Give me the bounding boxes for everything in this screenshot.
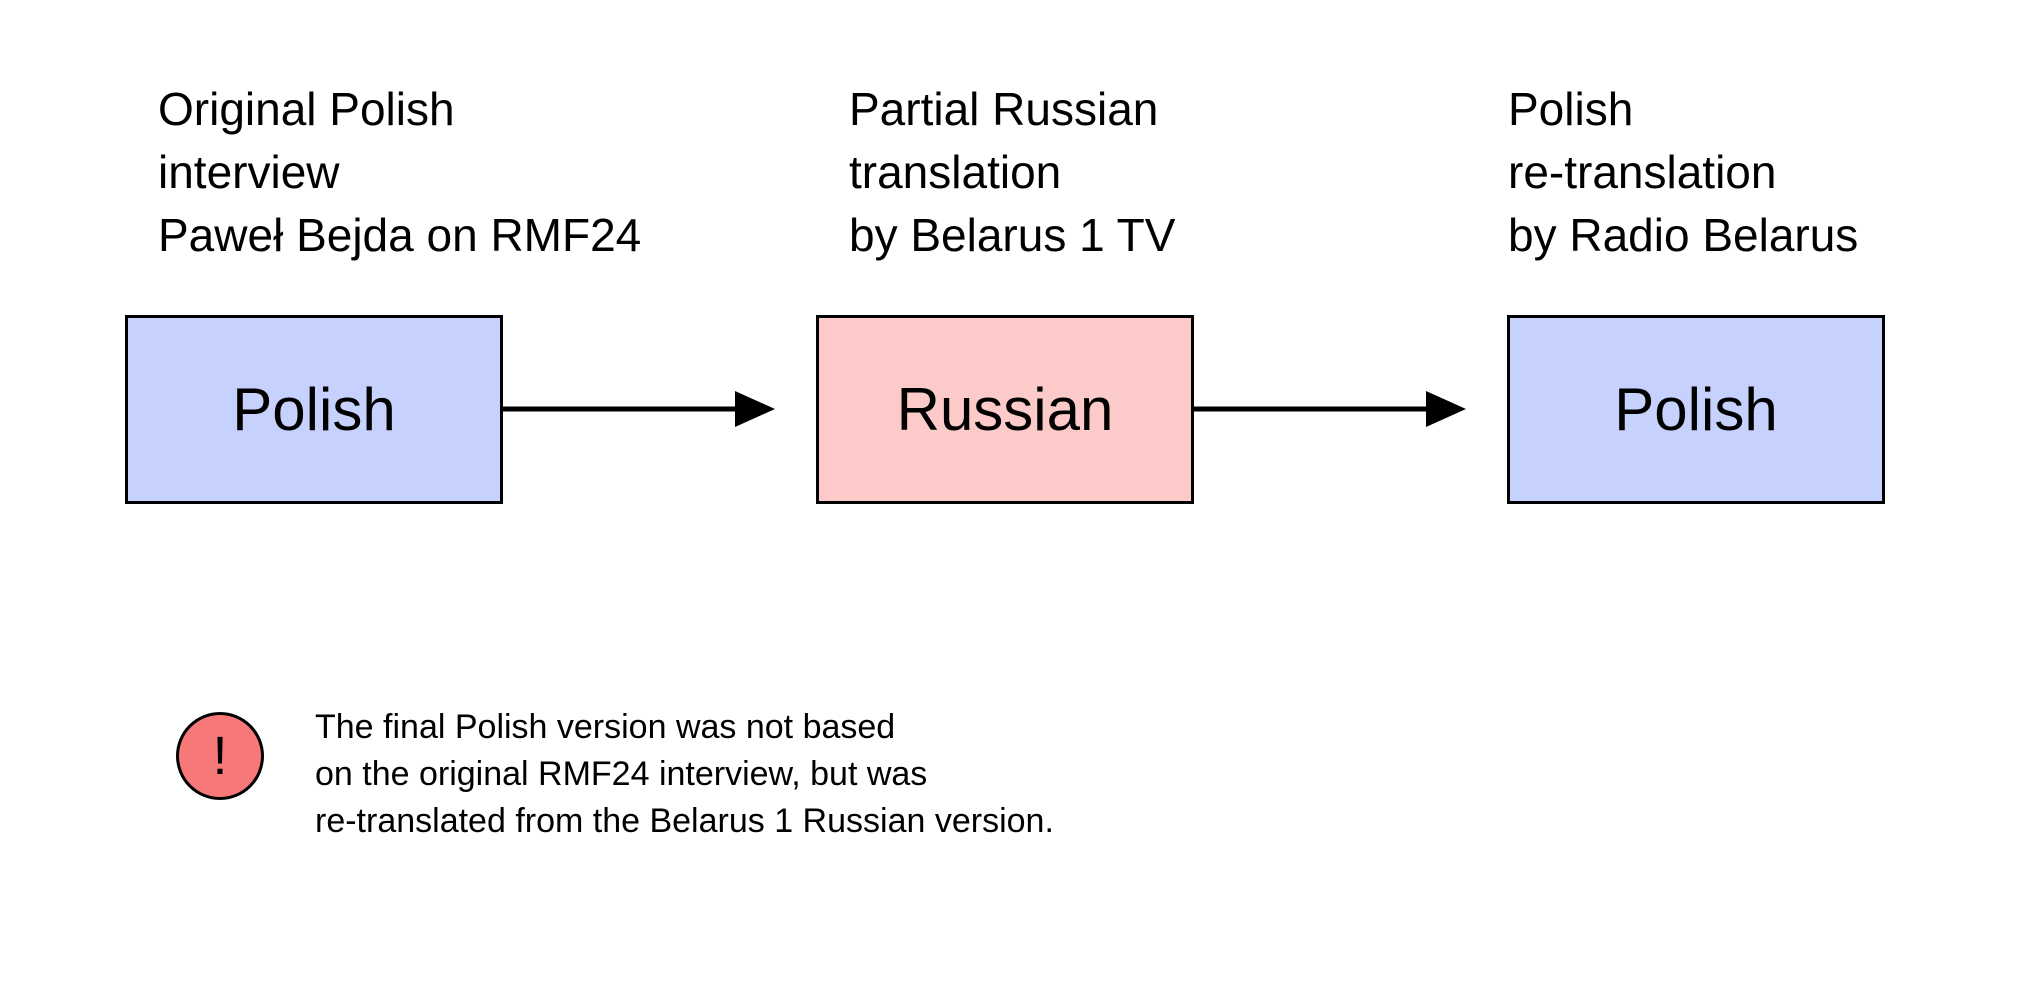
arrow-right-icon [1194,391,1466,427]
warning-note-line-1: The final Polish version was not based [315,708,896,746]
arrow-2 [1194,390,1466,430]
warning-note: The final Polish version was not based o… [315,704,1054,845]
stage-1-caption: Original Polish interview Paweł Bejda on… [158,78,641,267]
stage-1-caption-line-1: Original Polish [158,83,455,135]
exclamation-glyph: ! [212,726,228,786]
stage-3-caption-line-1: Polish [1508,83,1634,135]
stage-2-caption-line-2: translation [849,146,1062,198]
stage-2-caption: Partial Russian translation by Belarus 1… [849,78,1175,267]
stage-2-box: Russian [816,315,1194,504]
exclamation-icon: ! [176,712,264,800]
stage-2-caption-line-3: by Belarus 1 TV [849,209,1176,261]
stage-1-caption-line-3: Paweł Bejda on RMF24 [158,209,642,261]
arrow-right-icon [503,391,775,427]
stage-3-box: Polish [1507,315,1885,504]
stage-1-box-label: Polish [232,376,396,443]
warning-note-line-2: on the original RMF24 interview, but was [315,755,928,793]
stage-1-caption-line-2: interview [158,146,340,198]
stage-2-box-label: Russian [896,376,1114,443]
stage-3-caption-line-3: by Radio Belarus [1508,209,1859,261]
stage-3-caption-line-2: re-translation [1508,146,1777,198]
stage-3-caption: Polish re-translation by Radio Belarus [1508,78,1858,267]
stage-3-box-label: Polish [1614,376,1778,443]
arrow-1 [503,390,775,430]
warning-note-line-3: re-translated from the Belarus 1 Russian… [315,802,1054,840]
stage-2-caption-line-1: Partial Russian [849,83,1159,135]
stage-1-box: Polish [125,315,503,504]
